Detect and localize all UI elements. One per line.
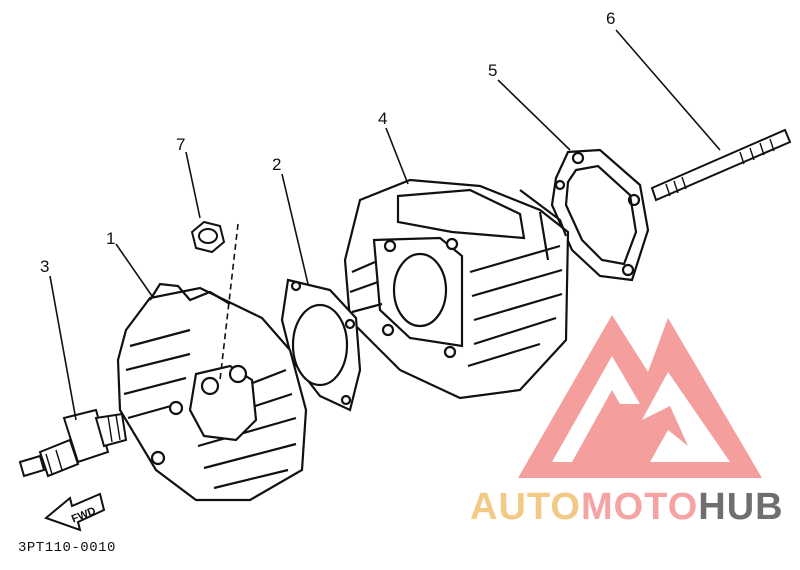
callout-1: 1	[106, 229, 115, 248]
callout-2: 2	[272, 155, 281, 174]
stud-bolt-part	[650, 128, 792, 202]
cylinder-head-part	[116, 282, 308, 502]
callout-3: 3	[40, 257, 49, 276]
nut-part	[190, 220, 226, 254]
watermark-wordmark: AUTOMOTOHUB	[470, 486, 784, 529]
cylinder-part	[343, 178, 570, 400]
watermark-auto: AUTO	[470, 486, 581, 528]
watermark-hub: HUB	[698, 486, 784, 528]
base-gasket-part	[550, 148, 650, 282]
watermark-logo	[518, 315, 762, 478]
diagram-code: 3PT110-0010	[18, 540, 116, 556]
leader-lines	[49, 29, 721, 421]
watermark-moto: MOTO	[580, 486, 699, 528]
callout-7: 7	[176, 135, 185, 154]
forward-direction-arrow: FWD	[44, 492, 106, 532]
head-gasket-part	[280, 278, 362, 412]
callout-6: 6	[606, 9, 615, 28]
spark-plug-part	[18, 408, 128, 478]
callout-5: 5	[488, 61, 497, 80]
callout-4: 4	[378, 109, 387, 128]
